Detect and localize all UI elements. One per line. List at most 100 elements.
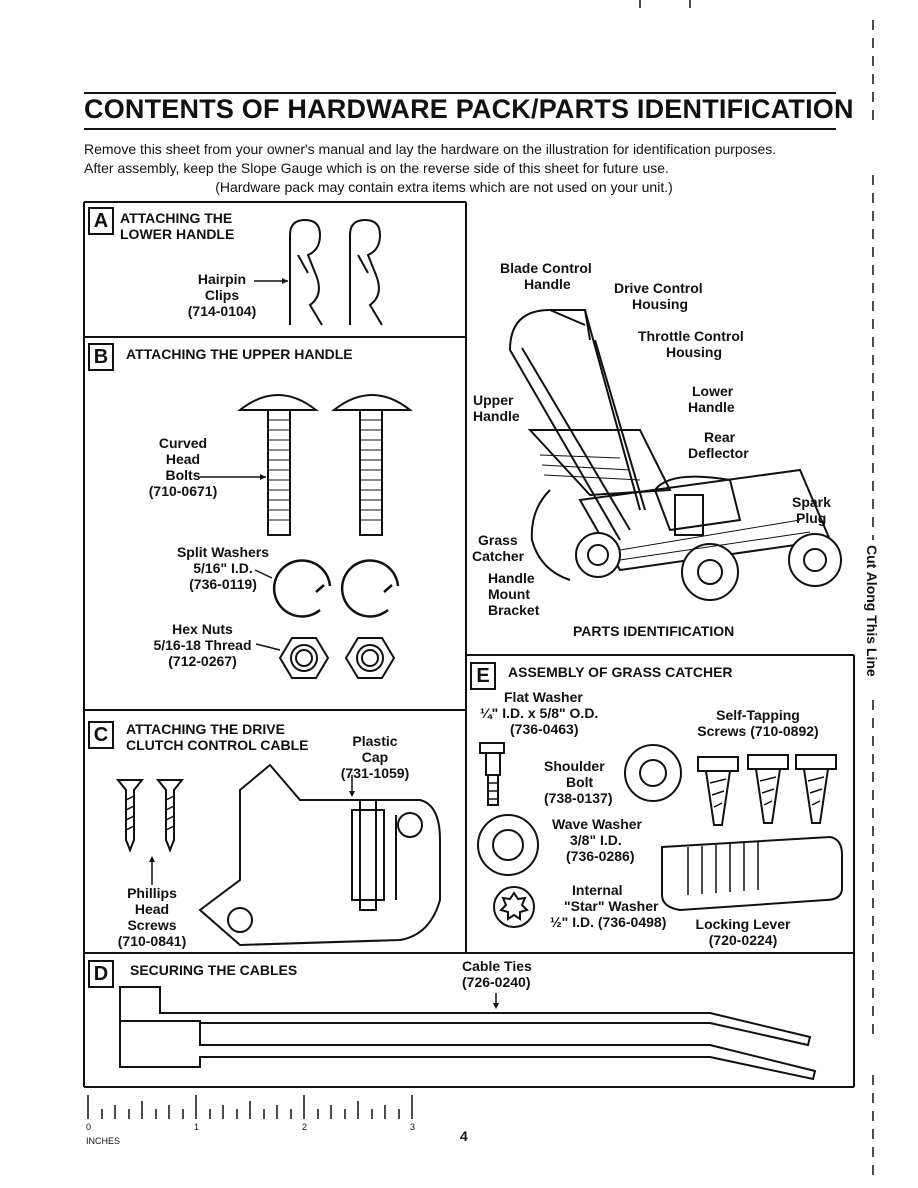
- section-d-header: D: [88, 960, 114, 988]
- grass-catcher-label: Grass Catcher: [472, 532, 524, 564]
- lower-handle-label: Lower Handle: [688, 383, 735, 415]
- bolts-label-3: Bolts: [165, 467, 201, 483]
- wave-washer-label-2: 3/8" I.D.: [570, 832, 622, 848]
- cable-ties-illustration: [119, 986, 817, 1081]
- section-a-title-1: ATTACHING THE: [120, 210, 233, 226]
- star-washer-label: Internal "Star" Washer ½" I.D. (736-0498…: [550, 882, 666, 930]
- hairpin-clips-illustration: [254, 218, 383, 326]
- section-e-letter: E: [470, 662, 496, 690]
- intro-line-3: (Hardware pack may contain extra items w…: [215, 179, 673, 195]
- cable-ties-label-2: (726-0240): [462, 974, 531, 990]
- upper-handle-label: Upper Handle: [473, 392, 520, 424]
- shoulder-bolt-label-2: Bolt: [566, 774, 594, 790]
- upper-handle-label-2: Handle: [473, 408, 520, 424]
- shoulder-bolt-label-1: Shoulder: [544, 758, 605, 774]
- hairpin-label-2: Clips: [204, 287, 240, 303]
- plastic-cap-label-1: Plastic: [352, 733, 398, 749]
- phillips-screws-label-3: Screws: [127, 917, 177, 933]
- section-c-title: ATTACHING THE DRIVE CLUTCH CONTROL CABLE: [126, 721, 309, 753]
- grass-catcher-hardware-illustration: [477, 742, 843, 928]
- blade-control-label: Blade Control Handle: [500, 260, 592, 292]
- spark-plug-label: Spark Plug: [792, 494, 831, 526]
- locking-lever-label-2: (720-0224): [708, 932, 778, 948]
- wave-washer-label-1: Wave Washer: [552, 816, 642, 832]
- hairpin-label-3: (714-0104): [187, 303, 257, 319]
- lower-handle-label-1: Lower: [692, 383, 734, 399]
- wave-washer-label-3: (736-0286): [566, 848, 635, 864]
- rear-deflector-label-1: Rear: [704, 429, 736, 445]
- title-rule-top: [84, 92, 836, 94]
- intro-line-1: Remove this sheet from your owner's manu…: [84, 141, 777, 157]
- section-c-title-2: CLUTCH CONTROL CABLE: [126, 737, 309, 753]
- throttle-control-label: Throttle Control Housing: [638, 328, 744, 360]
- cable-ties-label: Cable Ties (726-0240): [462, 958, 532, 990]
- hex-nuts-label: Hex Nuts 5/16-18 Thread (712-0267): [145, 621, 260, 669]
- mower-illustration: [509, 309, 842, 601]
- rear-deflector-label-2: Deflector: [688, 445, 749, 461]
- hex-nuts-label-2: 5/16-18 Thread: [153, 637, 252, 653]
- intro-line-2: After assembly, keep the Slope Gauge whi…: [84, 160, 669, 176]
- grass-catcher-label-2: Catcher: [472, 548, 525, 564]
- shoulder-bolt-label: Shoulder Bolt (738-0137): [544, 758, 613, 806]
- split-washers-label-3: (736-0119): [189, 576, 257, 592]
- upper-handle-label-1: Upper: [473, 392, 514, 408]
- title-rule-bottom: [84, 128, 836, 130]
- star-washer-label-1: Internal: [572, 882, 623, 898]
- clutch-cable-illustration: [115, 763, 441, 947]
- flat-washer-label-3: (736-0463): [510, 721, 579, 737]
- drive-control-label: Drive Control Housing: [614, 280, 703, 312]
- throttle-control-label-1: Throttle Control: [638, 328, 744, 344]
- shoulder-bolt-label-3: (738-0137): [544, 790, 613, 806]
- ruler-mark-2: 2: [302, 1122, 308, 1132]
- section-a-title: ATTACHING THE LOWER HANDLE: [120, 210, 234, 242]
- drive-control-label-2: Housing: [632, 296, 688, 312]
- handle-mount-label-1: Handle: [488, 570, 535, 586]
- split-washers-label: Split Washers 5/16" I.D. (736-0119): [168, 544, 278, 592]
- section-e-header: E: [470, 662, 496, 690]
- handle-mount-label: Handle Mount Bracket: [488, 570, 539, 618]
- spark-plug-label-1: Spark: [792, 494, 831, 510]
- self-tapping-label: Self-Tapping Screws (710-0892): [688, 707, 828, 739]
- self-tapping-label-2: Screws (710-0892): [697, 723, 819, 739]
- section-b-header: B: [88, 343, 114, 371]
- phillips-screws-label-1: Phillips: [127, 885, 177, 901]
- ruler-mark-0: 0: [86, 1122, 92, 1132]
- bolts-label: Curved Head Bolts (710-0671): [140, 435, 226, 499]
- hairpin-label-1: Hairpin: [197, 271, 247, 287]
- section-c-header: C: [88, 721, 114, 749]
- section-a-header: A: [88, 207, 114, 235]
- hex-nuts-label-1: Hex Nuts: [172, 621, 233, 637]
- phillips-screws-label-4: (710-0841): [117, 933, 187, 949]
- flat-washer-label-1: Flat Washer: [504, 689, 583, 705]
- section-d-title: SECURING THE CABLES: [130, 962, 298, 978]
- blade-control-label-1: Blade Control: [500, 260, 592, 276]
- bolts-label-4: (710-0671): [148, 483, 218, 499]
- section-c-title-1: ATTACHING THE DRIVE: [126, 721, 285, 737]
- section-b-title: ATTACHING THE UPPER HANDLE: [126, 346, 353, 362]
- section-c-letter: C: [88, 721, 114, 749]
- self-tapping-label-1: Self-Tapping: [716, 707, 800, 723]
- grass-catcher-label-1: Grass: [478, 532, 518, 548]
- phillips-screws-label-2: Head: [134, 901, 170, 917]
- ruler-mark-1: 1: [194, 1122, 200, 1132]
- hex-nuts-label-3: (712-0267): [168, 653, 237, 669]
- ruler-unit: INCHES: [86, 1136, 121, 1146]
- parts-identification-heading: PARTS IDENTIFICATION: [573, 623, 735, 639]
- cable-ties-label-1: Cable Ties: [462, 958, 532, 974]
- section-e-title: ASSEMBLY OF GRASS CATCHER: [508, 664, 733, 680]
- handle-mount-label-3: Bracket: [488, 602, 540, 618]
- ruler-mark-3: 3: [410, 1122, 416, 1132]
- flat-washer-label: Flat Washer ¼" I.D. x 5/8" O.D. (736-046…: [480, 689, 598, 737]
- page-title: CONTENTS OF HARDWARE PACK/PARTS IDENTIFI…: [84, 94, 854, 124]
- rear-deflector-label: Rear Deflector: [688, 429, 749, 461]
- section-b-letter: B: [88, 343, 114, 371]
- inch-ruler: [87, 1095, 413, 1119]
- wave-washer-label: Wave Washer 3/8" I.D. (736-0286): [552, 816, 642, 864]
- plastic-cap-label-3: (731-1059): [340, 765, 410, 781]
- spark-plug-label-2: Plug: [796, 510, 827, 526]
- bolts-label-1: Curved: [158, 435, 208, 451]
- cut-line-label: Cut Along This Line: [864, 545, 880, 677]
- intro-text: Remove this sheet from your owner's manu…: [84, 140, 844, 197]
- blade-control-label-2: Handle: [524, 276, 571, 292]
